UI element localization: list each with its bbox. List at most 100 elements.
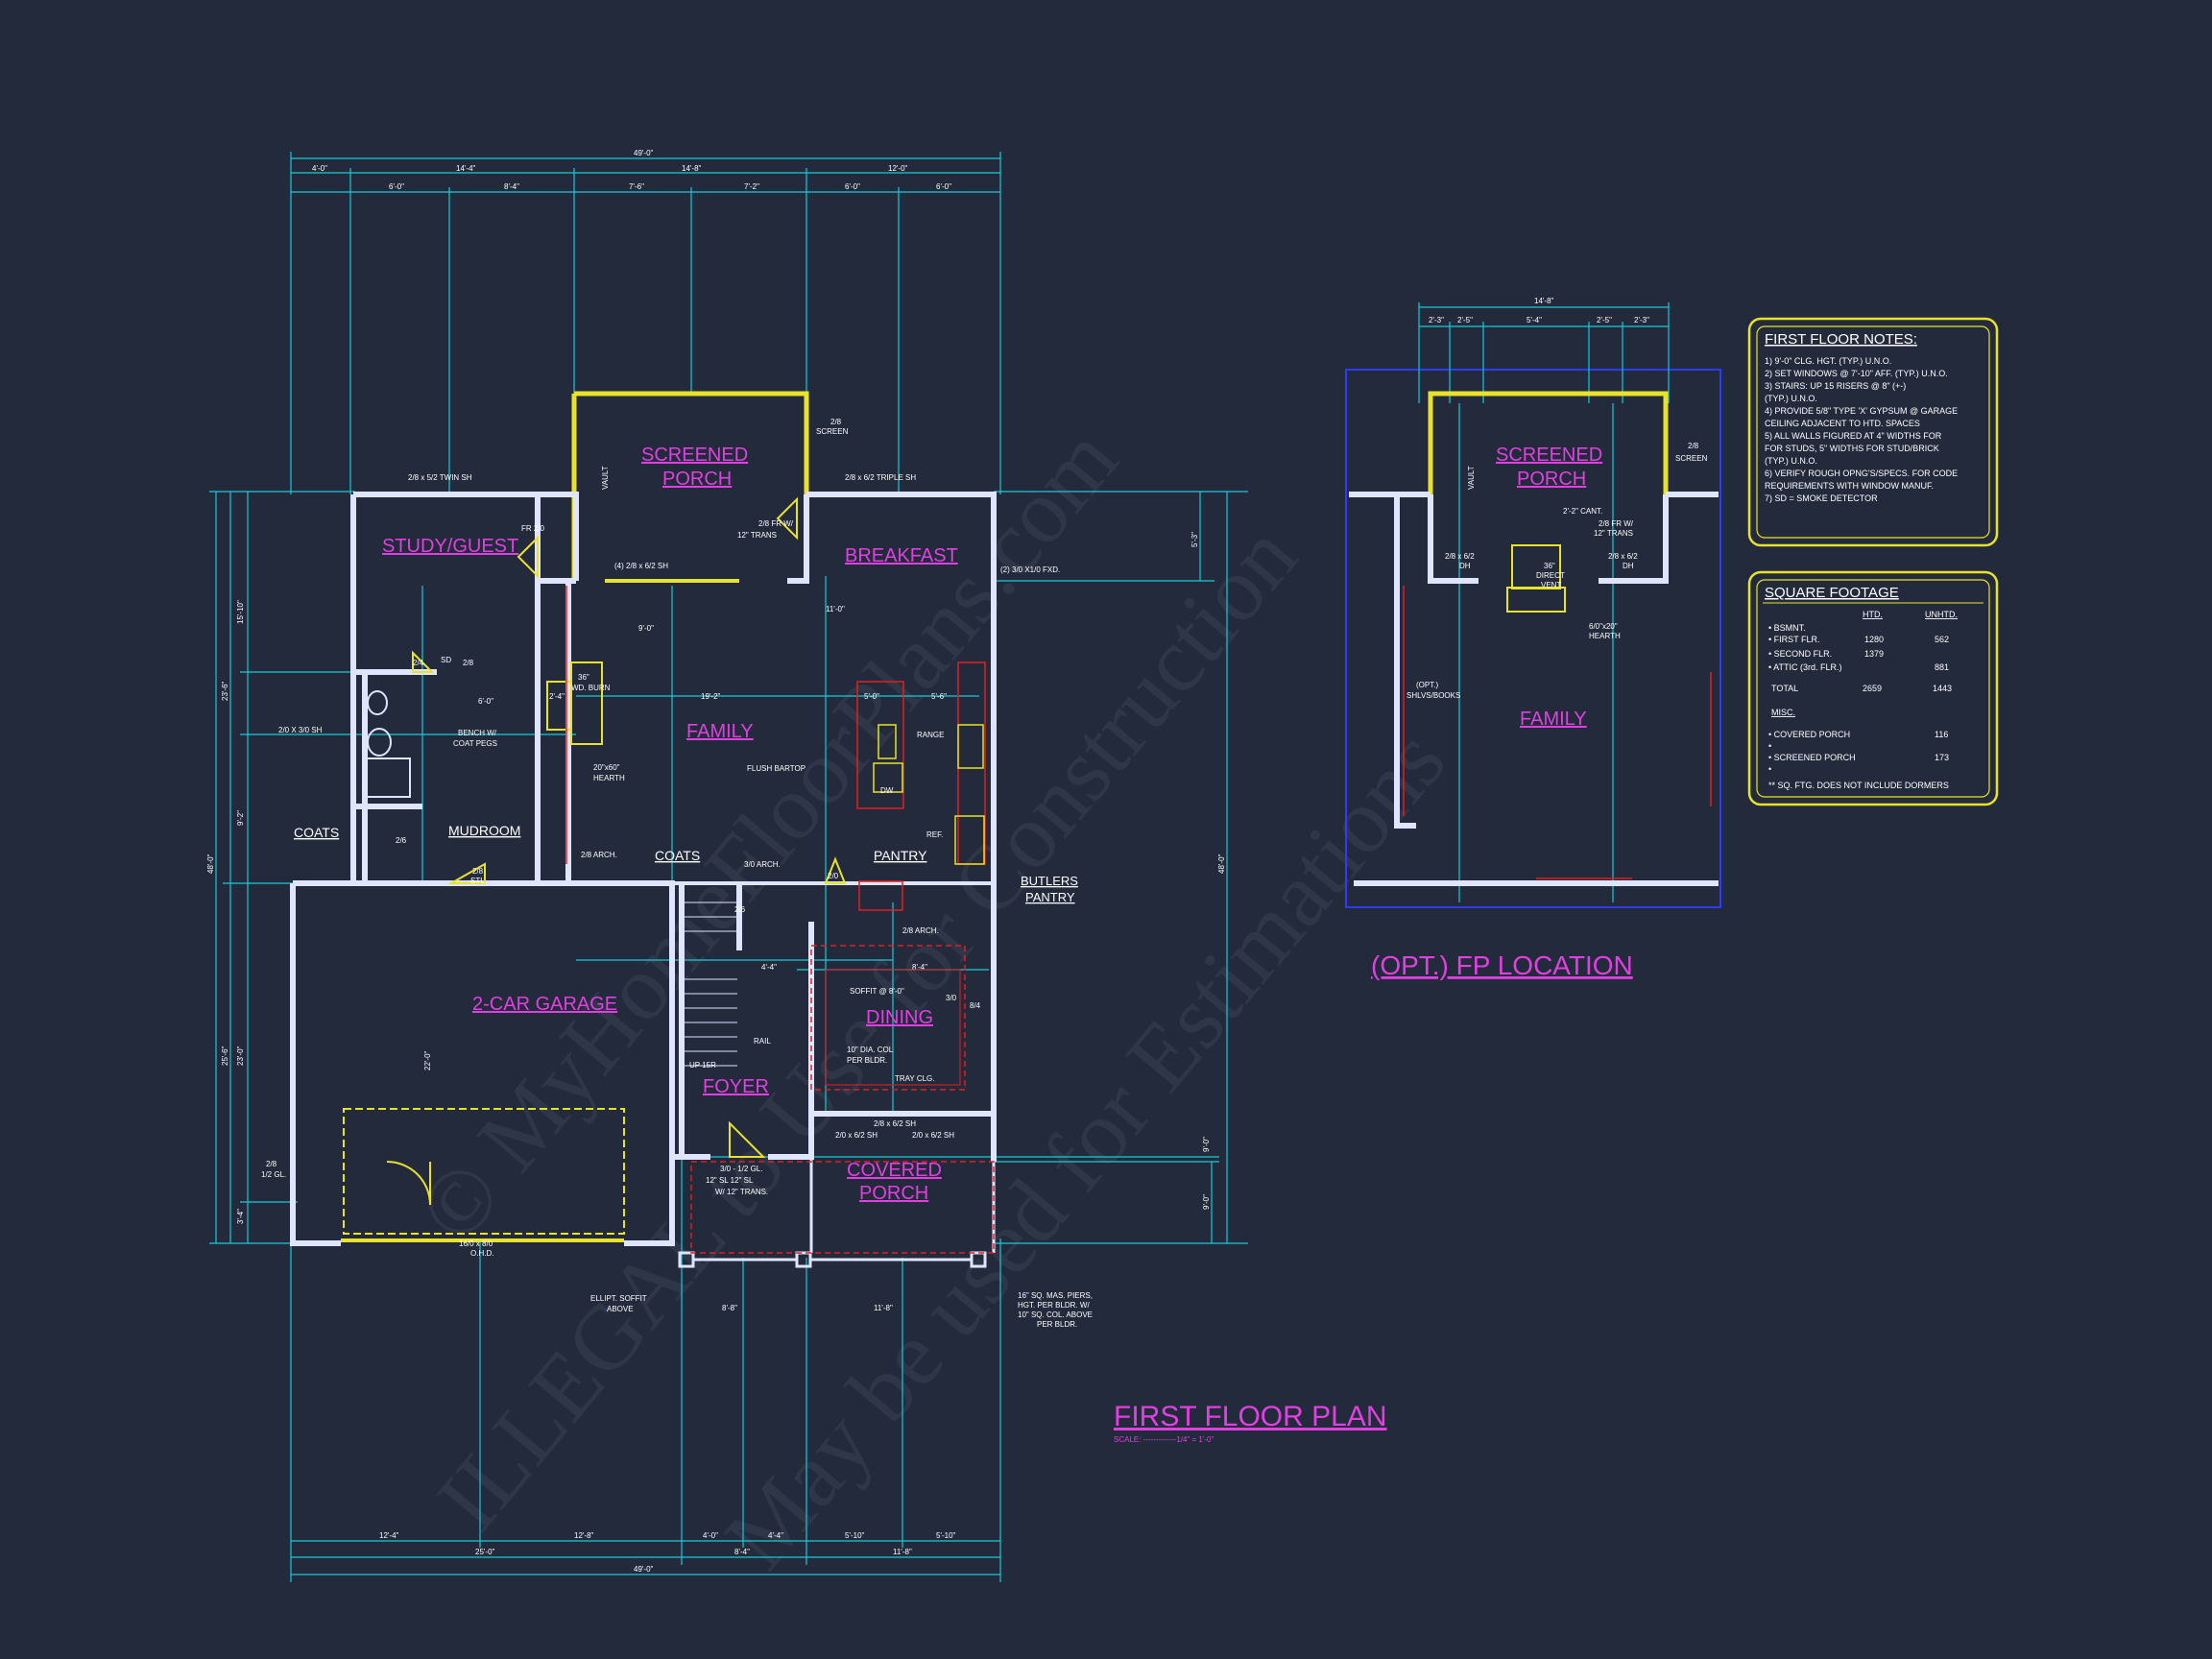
room-study: STUDY/GUEST [382,536,518,557]
lbl-ellipt-1: ELLIPT. SOFFIT [590,1294,647,1303]
sqft-misc-4: • [1768,764,1771,774]
dim-bot2-2: 8'-4" [734,1548,750,1556]
lbl-bench-1: BENCH W/ [458,729,497,737]
notes-title: FIRST FLOOR NOTES: [1765,331,1917,348]
dim-bot-1: 12'-4" [379,1531,399,1540]
lbl-piers-2: HGT. PER BLDR. W/ [1018,1301,1090,1310]
alt-lbl-hearth-1: 6/0"x20" [1589,622,1618,631]
dim-bot2-3: 11'-8" [893,1548,912,1556]
dim-bot-6: 5'-10" [936,1531,956,1540]
alt-lbl-vent-3: VENT [1541,581,1561,589]
dim-bot2-1: 25'-0" [475,1548,495,1556]
lbl-piers-3: 10" SQ. COL. ABOVE [1018,1310,1093,1319]
lbl-d310: 3/0 [946,994,957,1002]
lbl-ohd-1: 16/0 x 8/0 [459,1239,493,1248]
lbl-fr-trans-1: 2/8 FR W/ [758,519,794,528]
dim-top2-5: 6'-0" [845,182,860,191]
sqft-row-4-unhtd: 881 [1935,662,1949,672]
dim-left-outer-2: 25'-6" [221,1046,229,1066]
note-1: 1) 9'-0" CLG. HGT. (TYP.) U.N.O. [1765,356,1891,366]
note-11: REQUIREMENTS WITH WINDOW MANUF. [1765,481,1934,491]
dim-int-8: 4'-4" [761,963,777,972]
dim-top-overall: 49'-0" [634,149,654,157]
alt-lbl-vent-2: DIRECT [1536,571,1565,580]
dim-top-3: 14'-8" [682,164,702,173]
dimension-lines [209,152,1248,1582]
note-12: 7) SD = SMOKE DETECTOR [1765,493,1878,503]
plan-title: FIRST FLOOR PLAN [1114,1401,1387,1432]
sqft-misc-1: • COVERED PORCH [1768,730,1850,739]
sqft-total-unhtd: 1443 [1933,684,1952,693]
lbl-piers-4: PER BLDR. [1037,1320,1077,1329]
alt-plan-title: (OPT.) FP LOCATION [1371,950,1633,980]
sqft-row-2: • FIRST FLR. [1768,635,1820,644]
lbl-d20: 2/0 [828,872,839,880]
room-butlers-pantry-2: PANTRY [1025,890,1075,904]
dim-bot-4: 4'-4" [768,1531,783,1540]
alt-lbl-fr-2: 12" TRANS [1594,529,1633,538]
lbl-ellipt-2: ABOVE [607,1305,634,1313]
sqft-row-3-htd: 1379 [1864,649,1884,659]
note-3: 3) STAIRS: UP 15 RISERS @ 8" (+-) [1765,381,1906,391]
alt-lbl-hearth-2: HEARTH [1589,632,1621,640]
alt-lbl-shelves-1: (OPT.) [1416,681,1438,689]
alt-dim-4: 2'-5" [1597,316,1612,325]
callouts: 2/8 x 5/2 TWIN SH 2/8 SCREEN 2/8 x 6/2 T… [261,418,1093,1329]
dim-right-seg-3: 9'-0" [1202,1194,1211,1210]
dim-int-1: 9'-0" [638,624,654,633]
dim-int-3: 19'-2" [701,692,721,701]
lbl-d26: 2/6 [396,836,407,845]
lbl-rail: RAIL [754,1037,771,1046]
dim-left-seg-4: 3'-4" [236,1209,245,1224]
note-7: 5) ALL WALLS FIGURED AT 4" WIDTHS FOR [1765,431,1942,441]
lbl-gl-left-1: 2/8 [266,1160,277,1168]
dim-bot-2: 12'-8" [574,1531,594,1540]
dim-top2-1: 6'-0" [389,182,404,191]
dim-top-2: 14'-4" [456,164,476,173]
room-labels: SCREENED PORCH STUDY/GUEST BREAKFAST FAM… [294,445,1078,1204]
alt-lbl-dh-right-2: DH [1623,562,1634,570]
note-4: (TYP.) U.N.O. [1765,394,1817,403]
alt-lbl-cant: 2'-2" CANT. [1563,507,1602,516]
alt-lbl-screen-2: SCREEN [1675,454,1708,463]
sqft-misc-2: • [1768,741,1771,751]
sqft-row-1: • BSMNT. [1768,623,1806,633]
sqft-row-3: • SECOND FLR. [1768,649,1832,659]
dim-bot-3: 4'-0" [703,1531,718,1540]
lbl-entry-2: 12" SL 12" SL [706,1176,754,1185]
room-coats-mid: COATS [655,848,700,863]
lbl-d24: 2/4 [413,659,424,667]
alt-lbl-dh-right-1: 2/8 x 6/2 [1608,552,1638,561]
lbl-d84: 8/4 [970,1001,981,1010]
note-2: 2) SET WINDOWS @ 7'-10" AFF. (TYP.) U.N.… [1765,369,1948,378]
dim-top2-6: 6'-0" [936,182,951,191]
lbl-entry-3: W/ 12" TRANS. [715,1188,768,1196]
dim-top-4: 12'-0" [888,164,908,173]
room-garage: 2-CAR GARAGE [472,994,617,1015]
lbl-triple-sh: 2/8 x 6/2 TRIPLE SH [845,473,916,482]
lbl-fxd: (2) 3/0 X1/0 FXD. [1000,565,1060,574]
lbl-twin-sh: 2/8 x 5/2 TWIN SH [408,473,472,482]
alt-lbl-dh-left-2: DH [1459,562,1471,570]
alt-room-screened-porch-2: PORCH [1517,469,1586,490]
dim-left-seg-1: 15'-10" [236,600,245,624]
dim-int-6: 6'-0" [478,697,493,706]
lbl-d26b: 2/6 [734,905,746,914]
lbl-sh-dining-top: 2/8 x 6/2 SH [874,1119,916,1128]
dim-int-5: 5'-6" [931,692,947,701]
sqft-row-4: • ATTIC (3rd. FLR.) [1768,662,1842,672]
lbl-tray: TRAY CLG. [895,1074,935,1083]
lbl-wood-burn-1: 36" [578,673,589,682]
note-8: FOR STUDS, 5" WIDTHS FOR STUD/BRICK [1765,444,1939,453]
alt-room-family: FAMILY [1520,709,1587,730]
lbl-gl-left-2: 1/2 GL. [261,1170,286,1179]
dim-int-12: 22'-0" [423,1050,432,1070]
alt-lbl-shelves-2: SHLVS/BOOKS [1407,691,1460,700]
sqft-box: SQUARE FOOTAGE HTD. UNHTD. • BSMNT. • FI… [1747,570,1999,806]
lbl-hearth-1: 20"x60" [593,763,620,772]
room-coats-left: COATS [294,825,339,840]
lbl-sh-dining-b: 2/0 x 6/2 SH [912,1131,954,1140]
lbl-stl-1: 2/8 [472,867,484,876]
sqft-misc-3-val: 173 [1935,753,1949,762]
lbl-screen-door-2: SCREEN [816,427,849,436]
